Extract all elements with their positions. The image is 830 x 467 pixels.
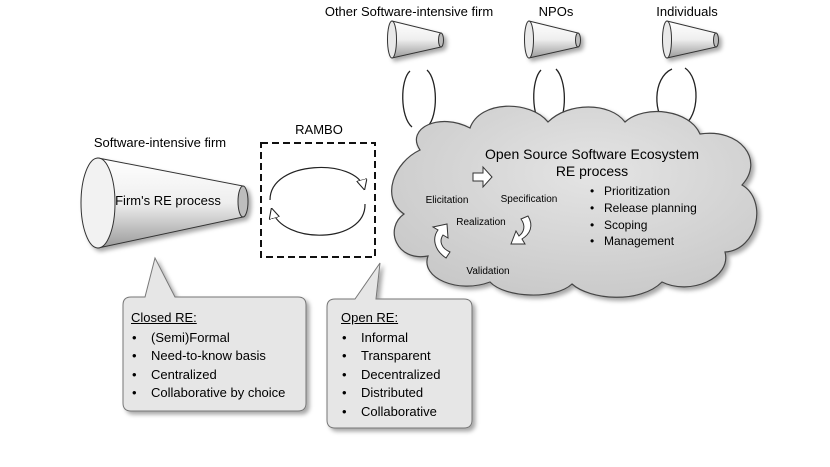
closed-re-item: Collaborative by choice: [131, 384, 306, 403]
other-firm-label: Other Software-intensive firm: [325, 4, 493, 19]
rambo-box: [260, 142, 376, 258]
other-firm-cone-icon: [387, 20, 444, 59]
activity-bullet: •: [590, 184, 594, 198]
closed-re-item: Centralized: [131, 366, 306, 385]
npos-label: NPOs: [539, 4, 574, 19]
ecosystem-activity-list: • Prioritization • Release planning • Sc…: [590, 184, 697, 248]
open-re-item: Transparent: [341, 347, 471, 366]
activity-item: Scoping: [604, 218, 647, 232]
open-re-list: Informal Transparent Decentralized Distr…: [341, 329, 471, 422]
cycle-validation: Validation: [466, 266, 509, 277]
cycle-specification: Specification: [501, 194, 558, 205]
closed-re-title: Closed RE:: [131, 310, 197, 325]
open-re-item: Distributed: [341, 384, 471, 403]
activity-bullet: •: [590, 201, 594, 215]
arrow-validation-to-elicitation-icon: [431, 223, 451, 259]
firm-re-process-label: Firm's RE process: [115, 193, 221, 208]
activity-bullet: •: [590, 234, 594, 248]
other-firm-loop-icon: [402, 69, 436, 128]
closed-re-content: Closed RE: (Semi)Formal Need-to-know bas…: [131, 309, 306, 403]
open-re-item: Collaborative: [341, 403, 471, 422]
closed-re-item: (Semi)Formal: [131, 329, 306, 348]
firm-re-process-cone-icon: [80, 157, 249, 249]
open-re-item: Informal: [341, 329, 471, 348]
ecosystem-subtitle: RE process: [556, 163, 628, 179]
activity-item: Prioritization: [604, 184, 670, 198]
software-firm-label: Software-intensive firm: [94, 135, 226, 150]
rambo-cycle-icon: [270, 166, 365, 236]
closed-re-item: Need-to-know basis: [131, 347, 306, 366]
open-re-item: Decentralized: [341, 366, 471, 385]
cycle-elicitation: Elicitation: [426, 195, 469, 206]
activity-bullet: •: [590, 218, 594, 232]
individuals-label: Individuals: [656, 4, 718, 19]
open-re-title: Open RE:: [341, 310, 399, 325]
rambo-label: RAMBO: [295, 122, 343, 137]
ecosystem-title: Open Source Software Ecosystem: [485, 146, 699, 162]
arrow-specification-to-realization-icon: [510, 215, 532, 245]
individuals-cone-icon: [662, 20, 719, 59]
closed-re-list: (Semi)Formal Need-to-know basis Centrali…: [131, 329, 306, 403]
activity-item: Management: [604, 234, 675, 248]
oss-ecosystem-cloud: [391, 105, 758, 298]
open-re-content: Open RE: Informal Transparent Decentrali…: [341, 309, 471, 421]
cycle-realization: Realization: [456, 217, 505, 228]
npos-cone-icon: [524, 20, 581, 59]
activity-item: Release planning: [604, 201, 697, 215]
arrow-elicitation-to-specification-icon: [472, 165, 493, 189]
